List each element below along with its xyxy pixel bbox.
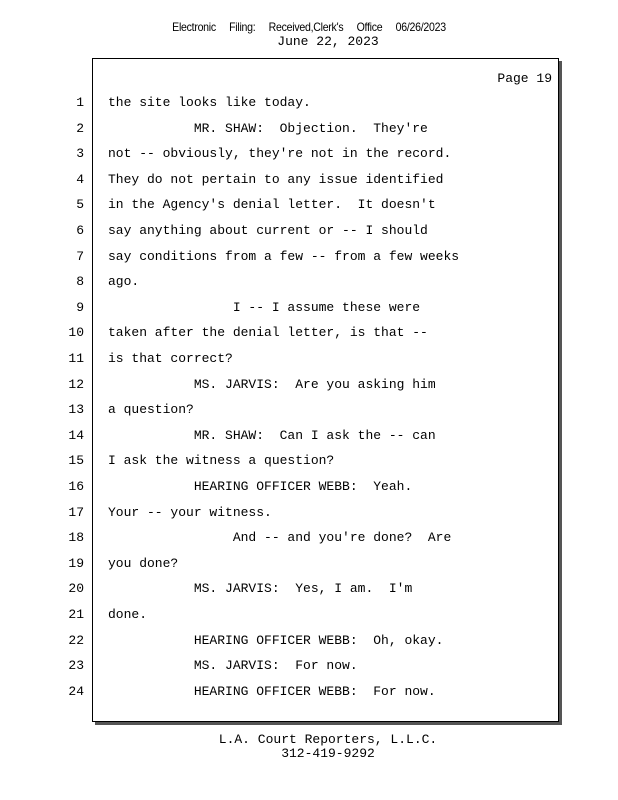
footer: L.A. Court Reporters, L.L.C. 312-419-929… xyxy=(0,733,618,761)
line-number: 9 xyxy=(76,299,84,315)
line-text: a question? xyxy=(108,402,194,418)
line-number: 7 xyxy=(76,248,84,264)
filing-stamp: Electronic Filing: Received,Clerk's Offi… xyxy=(172,20,446,34)
line-text: not -- obviously, they're not in the rec… xyxy=(108,146,452,162)
line-text: the site looks like today. xyxy=(108,95,311,110)
line-number: 17 xyxy=(68,504,84,520)
line-number: 11 xyxy=(68,351,84,366)
line-text: I ask the witness a question? xyxy=(108,453,335,469)
line-text: say conditions from a few -- from a few … xyxy=(108,248,460,264)
line-number: 21 xyxy=(68,607,84,622)
line-number: 13 xyxy=(68,402,84,418)
line-text: done. xyxy=(108,607,148,622)
line-number: 16 xyxy=(68,479,84,494)
line-number: 2 xyxy=(76,120,84,136)
line-text: MR. SHAW: Objection. They're xyxy=(108,120,428,136)
line-text: taken after the denial letter, is that -… xyxy=(108,325,428,341)
reporter-phone: 312-419-9292 xyxy=(281,746,375,761)
line-number: 24 xyxy=(68,683,84,699)
line-number: 1 xyxy=(76,95,84,110)
line-text: They do not pertain to any issue identif… xyxy=(108,171,444,187)
transcript-date: June 22, 2023 xyxy=(277,34,379,49)
line-number: 19 xyxy=(68,555,84,571)
line-number: 3 xyxy=(76,146,84,162)
line-number: 20 xyxy=(68,581,84,597)
transcript-page-frame: Page 19 xyxy=(92,58,559,722)
line-number: 8 xyxy=(76,274,84,290)
line-text: And -- and you're done? Are xyxy=(108,530,452,546)
line-number: 4 xyxy=(76,171,84,187)
line-text: you done? xyxy=(108,555,179,571)
line-text: I -- I assume these were xyxy=(108,299,421,315)
line-text: MS. JARVIS: Yes, I am. I'm xyxy=(108,581,413,597)
line-number: 12 xyxy=(68,376,84,392)
line-text: MS. JARVIS: Are you asking him xyxy=(108,376,436,392)
page-number: Page 19 xyxy=(497,71,552,86)
line-number: 22 xyxy=(68,632,84,648)
line-text: say anything about current or -- I shoul… xyxy=(108,223,428,238)
line-number: 14 xyxy=(68,427,84,443)
line-text: MS. JARVIS: For now. xyxy=(108,658,358,674)
line-number: 10 xyxy=(68,325,84,341)
line-text: MR. SHAW: Can I ask the -- can xyxy=(108,427,436,443)
line-text: HEARING OFFICER WEBB: Oh, okay. xyxy=(108,632,444,648)
line-number: 5 xyxy=(76,197,84,213)
line-text: in the Agency's denial letter. It doesn'… xyxy=(108,197,436,213)
line-number: 15 xyxy=(68,453,84,469)
line-number: 23 xyxy=(68,658,84,674)
line-number: 18 xyxy=(68,530,84,546)
line-text: HEARING OFFICER WEBB: Yeah. xyxy=(108,479,413,494)
line-text: HEARING OFFICER WEBB: For now. xyxy=(108,683,436,699)
line-text: is that correct? xyxy=(108,351,233,366)
line-number: 6 xyxy=(76,223,84,238)
line-text: ago. xyxy=(108,274,140,290)
line-text: Your -- your witness. xyxy=(108,504,272,520)
reporter-company: L.A. Court Reporters, L.L.C. xyxy=(218,732,438,747)
